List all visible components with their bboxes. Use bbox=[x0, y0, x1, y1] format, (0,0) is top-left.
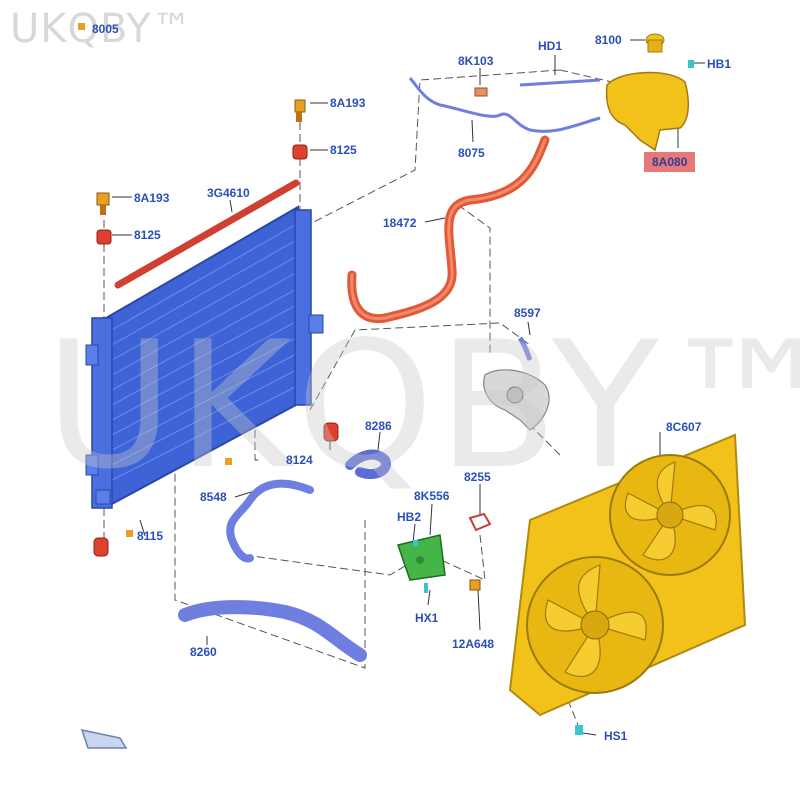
clamp-8k103 bbox=[474, 87, 488, 97]
label-8260: 8260 bbox=[190, 645, 217, 659]
label-8125-top: 8125 bbox=[330, 143, 357, 157]
label-8115: 8115 bbox=[137, 529, 164, 543]
lower-hose-8548 bbox=[226, 479, 314, 563]
green-bracket bbox=[397, 534, 446, 593]
seal-strip bbox=[114, 179, 300, 289]
label-8597: 8597 bbox=[514, 306, 541, 320]
watermark-small: UKQBY™ bbox=[10, 6, 193, 52]
front-arrow-icon bbox=[80, 728, 128, 749]
dashed-guide-lines bbox=[103, 69, 626, 731]
vent-hose bbox=[408, 77, 601, 133]
label-8548: 8548 bbox=[200, 490, 227, 504]
label-12a648: 12A648 bbox=[452, 637, 495, 651]
radiator-fins bbox=[111, 221, 306, 481]
label-8124: 8124 bbox=[286, 453, 313, 467]
gasket-8255 bbox=[468, 512, 492, 532]
label-8075: 8075 bbox=[458, 146, 485, 160]
label-18472: 18472 bbox=[383, 216, 417, 230]
label-8a193-left: 8A193 bbox=[134, 191, 170, 205]
watermark-large: UKQBY™ bbox=[45, 305, 800, 508]
label-8c607: 8C607 bbox=[666, 420, 702, 434]
bypass-hose bbox=[345, 449, 391, 480]
lower-hose-8260 bbox=[178, 600, 367, 662]
degas-bottle bbox=[605, 33, 694, 152]
label-8255: 8255 bbox=[464, 470, 491, 484]
radiator bbox=[85, 205, 324, 509]
label-8k556: 8K556 bbox=[414, 489, 450, 503]
water-pump bbox=[483, 336, 550, 431]
label-hd1: HD1 bbox=[538, 39, 563, 53]
label-8100: 8100 bbox=[595, 33, 622, 47]
label-hs1: HS1 bbox=[604, 729, 628, 743]
label-hx1: HX1 bbox=[415, 611, 439, 625]
fan-shroud bbox=[508, 433, 747, 735]
sensor-12a648 bbox=[469, 579, 481, 591]
label-hb1: HB1 bbox=[707, 57, 732, 71]
label-8a080-highlighted: 8A080 bbox=[644, 152, 696, 172]
label-8a193-top: 8A193 bbox=[330, 96, 366, 110]
radiator-mounts bbox=[78, 23, 339, 557]
label-8k103: 8K103 bbox=[458, 54, 494, 68]
label-hb2: HB2 bbox=[397, 510, 422, 524]
label-3g4610: 3G4610 bbox=[207, 186, 250, 200]
label-8286: 8286 bbox=[365, 419, 392, 433]
label-8125-left: 8125 bbox=[134, 228, 161, 242]
label-8005: 8005 bbox=[92, 22, 119, 36]
